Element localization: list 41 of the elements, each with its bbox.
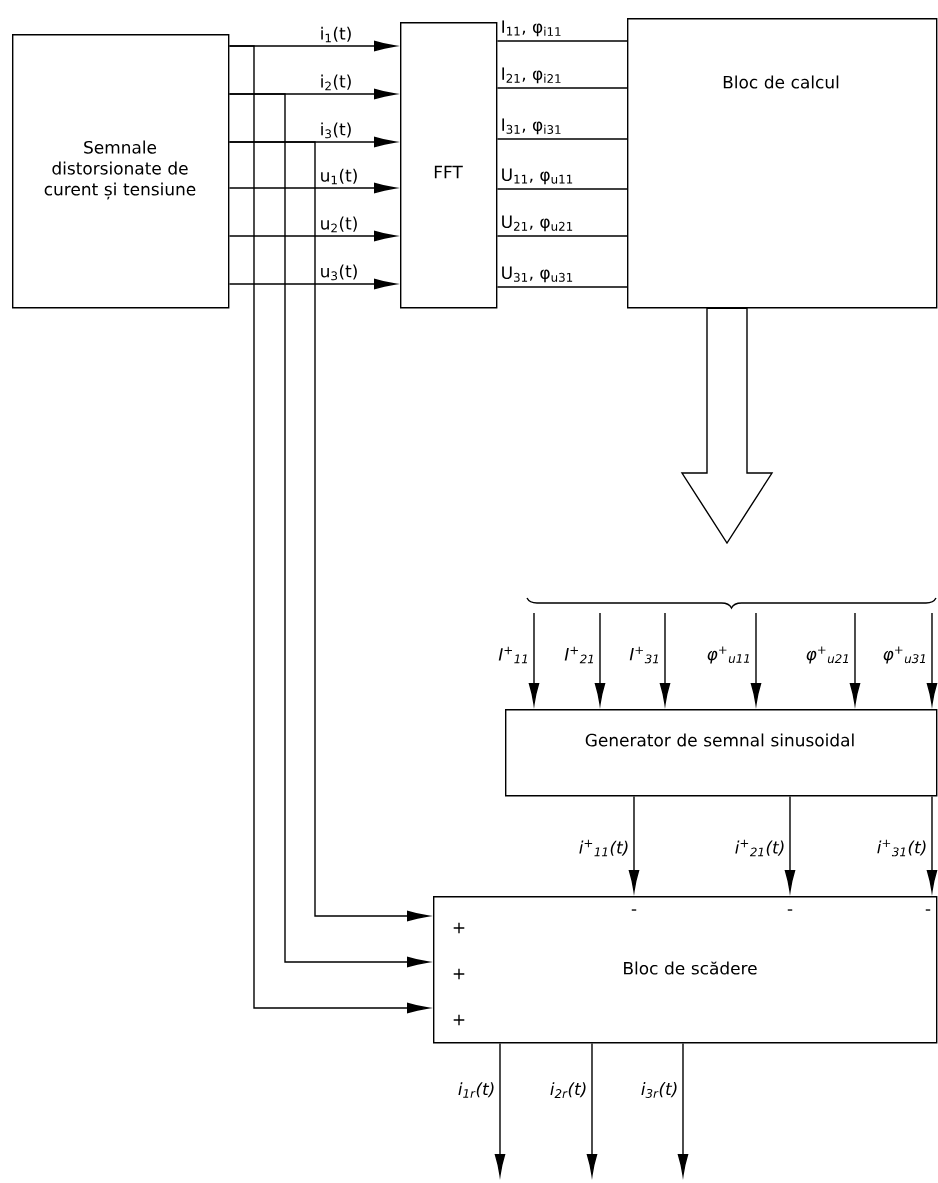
connector-line [496,235,628,237]
source-box: Semnale distorsionate de curent și tensiune [12,34,230,309]
edge-label: u$_{3}$(t) [318,263,360,282]
edge-label: I$_{31}$, φ$_{i31}$ [499,117,564,136]
process-box: Bloc de calcul [627,18,938,309]
connector-line [496,138,628,140]
edge-label: U$_{11}$, φ$_{u11}$ [499,167,575,186]
edge-label: i$_{3}$(t) [318,121,354,140]
edge-label: φ$^{+}$u11 [705,645,753,665]
edge-label: I$_{21}$, φ$_{i21}$ [499,66,564,85]
edge-label: i$_{2}$(t) [318,73,354,92]
edge-label: i$_{1}$(t) [318,25,354,44]
edge-label: I$_{11}$, φ$_{i11}$ [499,19,564,38]
block-arrow [680,307,774,545]
edge-label: I$^{+}$11 [497,645,531,665]
sign-label: + [453,922,465,934]
connector-line [496,40,628,42]
generator-box: Generator de semnal sinusoidal [505,709,938,797]
edge-label: φ$^{+}$u31 [881,645,929,665]
edge-label: i$_{3r}$(t) [639,1081,680,1099]
connector-line [496,87,628,89]
fft-box: FFT [400,22,498,309]
edge-label: i$_{2r}$(t) [548,1081,589,1099]
edge-label: I$^{+}$21 [563,645,597,665]
connector-line [496,188,628,190]
connector-line [496,286,628,288]
edge-label: u$_{1}$(t) [318,167,360,186]
sign-label: - [925,909,931,911]
sign-label: - [631,909,637,911]
sign-label: - [787,909,793,911]
edge-label: i$^{+}$$_{31}$(t) [875,838,929,858]
edge-label: i$_{1r}$(t) [456,1081,497,1099]
sign-label: + [453,968,465,980]
edge-label: u$_{2}$(t) [318,215,360,234]
edge-label: U$_{21}$, φ$_{u21}$ [499,214,575,233]
edge-label: φ$^{+}$u21 [804,645,852,665]
edge-label: U$_{31}$, φ$_{u31}$ [499,265,575,284]
edge-label: i$^{+}$$_{21}$(t) [733,838,787,858]
edge-label: I$^{+}$31 [628,645,662,665]
sign-label: + [453,1014,465,1026]
edge-label: i$^{+}$$_{11}$(t) [577,838,631,858]
